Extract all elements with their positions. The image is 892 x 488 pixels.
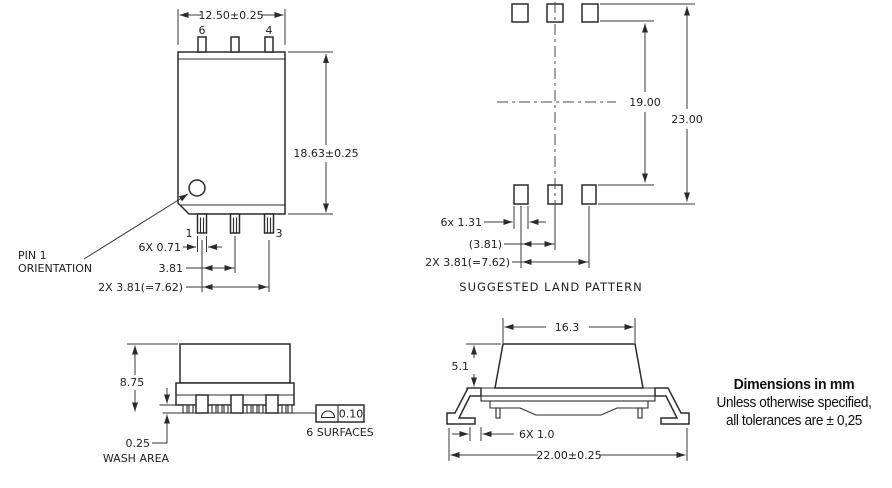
- land-outer-dim-label: 23.00: [671, 113, 703, 126]
- pin-1-label: 1: [186, 227, 193, 240]
- notes-line2: all tolerances are ± 0,25: [725, 412, 862, 429]
- pin1-orientation-label-line1: PIN 1: [18, 249, 47, 262]
- front-pin-bottom-3: [263, 213, 275, 234]
- front-pin-bottom-1: [196, 213, 208, 234]
- surface-profile-icon: [320, 410, 336, 419]
- end-lead-width-label: 6X 1.0: [519, 428, 555, 441]
- land-pad-bottom-1: [513, 184, 529, 205]
- standoff-dim-label: 0.25: [126, 437, 151, 450]
- wash-area-label: WASH AREA: [103, 452, 170, 465]
- drawing-notes: Dimensions in mm Unless otherwise specif…: [704, 376, 884, 430]
- pin-4-label: 4: [266, 24, 273, 37]
- pin-6-label: 6: [199, 24, 206, 37]
- front-pitch-label: 3.81: [159, 262, 184, 275]
- land-inner-dim-label: 19.00: [629, 96, 661, 109]
- end-body: [494, 343, 644, 389]
- land-pad-width-label: 6x 1.31: [441, 216, 483, 229]
- end-lead-left: [446, 387, 482, 425]
- front-body-outline: [177, 51, 286, 215]
- land-span-label: 2X 3.81(=7.62): [425, 256, 510, 269]
- end-view: 16.3 5.1 6X 1.0 22.00±0.25: [446, 318, 690, 462]
- land-pattern-view: 19.00 23.00 6x 1.31 (3.81) 2X 3.81(=7.62…: [425, 2, 703, 294]
- land-pad-top-3: [581, 3, 599, 23]
- land-pad-top-1: [511, 3, 529, 23]
- front-height-dim-label: 18.63±0.25: [293, 147, 358, 160]
- end-top-width-label: 16.3: [555, 321, 580, 334]
- end-lead-right: [654, 387, 690, 425]
- tolerance-value-label: 0.10: [339, 408, 364, 421]
- front-lead-width-label: 6X 0.71: [138, 241, 181, 254]
- pin-3-label: 3: [276, 227, 283, 240]
- front-pin-top-2: [230, 36, 240, 53]
- front-pin-top-1: [197, 36, 207, 53]
- end-overall-width-label: 22.00±0.25: [536, 449, 601, 462]
- front-pin-top-3: [264, 36, 274, 53]
- end-height-label: 5.1: [452, 360, 470, 373]
- notes-line1: Unless otherwise specified,: [716, 395, 872, 411]
- land-pitch-label: (3.81): [469, 238, 502, 251]
- land-pattern-caption: SUGGESTED LAND PATTERN: [459, 280, 642, 294]
- land-pad-bottom-3: [581, 184, 597, 205]
- front-width-dim-label: 12.50±0.25: [198, 9, 263, 22]
- pin1-orientation-label-line2: ORIENTATION: [18, 262, 92, 275]
- side-height-label: 8.75: [120, 376, 145, 389]
- side-view: 8.75 0.25 WASH AREA 0.10 6 SURFACES: [103, 343, 374, 465]
- notes-title: Dimensions in mm: [733, 376, 855, 393]
- side-body: [179, 343, 291, 384]
- front-view: 12.50±0.25 6 4 18.63±0.25 1 3 6X 0.71 3.…: [18, 9, 359, 294]
- end-base-rail: [480, 395, 656, 402]
- pin1-indicator-circle: [188, 179, 206, 197]
- front-span-label: 2X 3.81(=7.62): [98, 281, 183, 294]
- end-base-underside: [489, 400, 649, 416]
- front-pin-bottom-2: [229, 213, 241, 234]
- surfaces-note-label: 6 SURFACES: [306, 426, 373, 439]
